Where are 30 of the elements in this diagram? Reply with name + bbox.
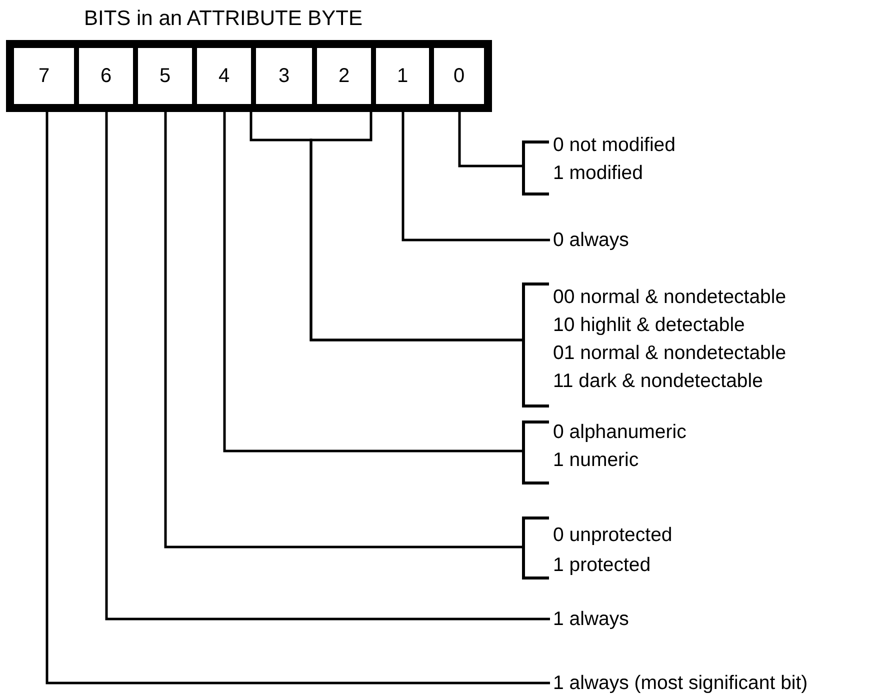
bit-number: 2	[312, 48, 371, 104]
bit-value-label: 1 modified	[553, 161, 643, 186]
bit-value-label: 0 always	[550, 226, 629, 254]
bit-value-label: 0 alphanumeric	[553, 420, 686, 445]
bit-value-label: 0 not modified	[553, 133, 676, 158]
bit-number: 0	[429, 48, 484, 104]
byte-register-box	[6, 40, 492, 112]
bit-number: 7	[14, 48, 74, 104]
bit-value-label: 11 dark & nondetectable	[553, 369, 763, 394]
diagram-title: BITS in an ATTRIBUTE BYTE	[84, 6, 363, 32]
bit-value-label: 00 normal & nondetectable	[553, 285, 786, 310]
bit-value-label: 1 protected	[553, 553, 651, 578]
connector-line	[223, 112, 522, 452]
bit-number: 3	[251, 48, 312, 104]
connector-line	[402, 112, 550, 242]
bit-number: 4	[192, 48, 251, 104]
connector-line	[105, 112, 550, 620]
connector-line	[458, 112, 522, 168]
bit-value-label: 01 normal & nondetectable	[553, 341, 786, 366]
connector-line	[46, 112, 550, 684]
bit-number: 1	[371, 48, 429, 104]
bit-value-label: 1 always	[550, 605, 629, 633]
bit-value-label: 0 unprotected	[553, 523, 672, 548]
bit-number: 5	[133, 48, 192, 104]
bit-value-label: 1 numeric	[553, 448, 639, 473]
connector-line	[310, 112, 522, 342]
bit-value-label: 1 always (most significant bit)	[550, 669, 808, 695]
bit-number: 6	[74, 48, 133, 104]
bit-value-label: 10 highlit & detectable	[553, 313, 745, 338]
connector-line	[164, 112, 522, 548]
